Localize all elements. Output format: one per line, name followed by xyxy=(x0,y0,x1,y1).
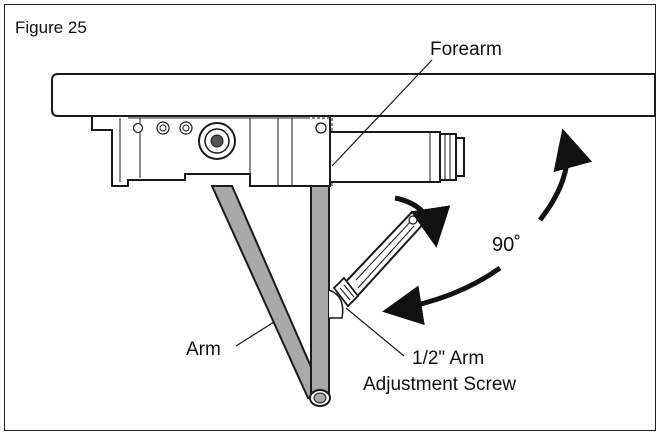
wrench xyxy=(332,210,427,308)
forearm-rod xyxy=(309,185,331,407)
screw-label-line1: 1/2" Arm xyxy=(412,348,485,369)
screw-label-line2: Adjustment Screw xyxy=(363,374,517,395)
rotation-arrows xyxy=(382,128,593,326)
figure-title: Figure 25 xyxy=(15,18,87,37)
closer-body xyxy=(91,115,333,187)
closer-cylinder xyxy=(329,131,465,183)
leader-lines xyxy=(235,59,433,357)
arm-label: Arm xyxy=(186,339,221,360)
arm-rod xyxy=(210,185,324,400)
door-header xyxy=(51,73,656,117)
angle-label: 90˚ xyxy=(492,234,521,256)
adjustment-clamp xyxy=(328,289,344,319)
forearm-label: Forearm xyxy=(430,39,502,60)
